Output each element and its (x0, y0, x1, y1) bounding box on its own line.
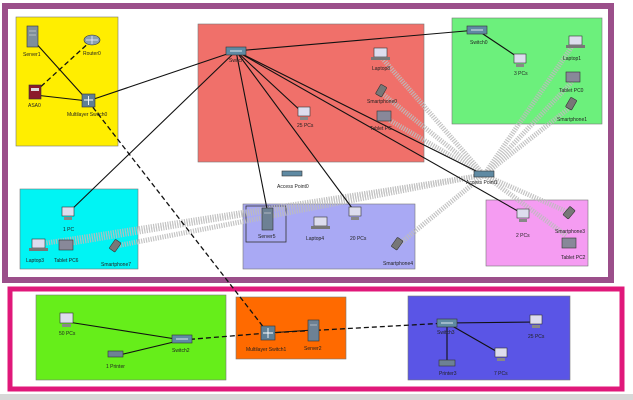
tablet-red-icon[interactable] (376, 110, 392, 122)
switch-red-icon[interactable] (225, 46, 247, 56)
router0-icon[interactable] (83, 34, 101, 46)
printer-blue-icon[interactable] (438, 359, 456, 367)
switch-lime-label: Switch2 (172, 348, 190, 354)
multilayer-switch0-icon[interactable] (81, 93, 96, 108)
pcs-20-icon[interactable] (348, 206, 362, 220)
smartphone-cyan-icon[interactable] (109, 239, 122, 253)
asa0-icon[interactable] (28, 84, 42, 100)
printer-1-icon[interactable] (107, 350, 124, 358)
pcs-25-icon[interactable] (297, 106, 311, 120)
switch-blue-icon[interactable] (436, 318, 458, 328)
pcs-3-label: 3 PCs (514, 71, 528, 77)
laptop-green-label: Laptop1 (563, 56, 581, 62)
server-lav-icon[interactable] (261, 207, 274, 231)
tablet-pink-icon[interactable] (561, 237, 577, 249)
pcs-25-label: 25 PCs (297, 123, 314, 129)
server-lav-label: Server5 (258, 234, 276, 240)
access-point0-icon[interactable] (281, 170, 303, 177)
laptop-lav-label: Laptop4 (306, 236, 324, 242)
smartphone-lav-label: Smartphone4 (383, 261, 413, 267)
zone-green-top (451, 17, 603, 125)
smartphone-lav-icon[interactable] (391, 237, 404, 251)
smartphone-pink-icon[interactable] (562, 206, 576, 220)
asa0-label: ASA0 (28, 103, 41, 109)
wireless-links (39, 43, 576, 249)
router0-label: Router0 (83, 51, 101, 57)
server1-icon[interactable] (26, 25, 39, 48)
bottom-grey-bar (0, 394, 633, 400)
pcs-2-label: 2 PCs (516, 233, 530, 239)
server-orange-label: Server2 (304, 346, 322, 352)
smartphone-green-label: Smartphone1 (557, 117, 587, 123)
tablet-green-label: Tablet PC0 (559, 88, 584, 94)
laptop-red-label: Laptop8 (372, 66, 390, 72)
tablet-cyan-label: Tablet PC6 (54, 258, 79, 264)
pcs-25-blue-icon[interactable] (529, 314, 543, 328)
smartphone-red-icon[interactable] (375, 84, 387, 98)
pcs-3-icon[interactable] (513, 53, 527, 67)
pc-1-icon[interactable] (61, 206, 75, 220)
smartphone-green-icon[interactable] (565, 97, 577, 111)
server-orange-icon[interactable] (307, 319, 320, 342)
tablet-green-icon[interactable] (565, 71, 581, 83)
pcs-7-icon[interactable] (494, 347, 508, 361)
tablet-pink-label: Tablet PC2 (561, 255, 586, 261)
smartphone-pink-label: Smartphone3 (555, 229, 585, 235)
pc-1-label: 1 PC (63, 227, 75, 233)
wired-links (32, 29, 538, 363)
pcs-25-blue-label: 25 PCs (528, 334, 545, 340)
access-point0-label: Access Point0 (277, 184, 309, 190)
printer-1-label: 1 Printer (106, 364, 125, 370)
pcs-50-label: 50 PCs (59, 331, 76, 337)
laptop-cyan-label: Laptop3 (26, 258, 44, 264)
multilayer-switch1-label: Multilayer Switch1 (246, 347, 287, 353)
laptop-red-icon[interactable] (371, 47, 390, 60)
dashed-links (35, 39, 448, 341)
laptop-lav-icon[interactable] (311, 216, 330, 229)
access-point1-icon[interactable] (473, 170, 495, 178)
switch-green-icon[interactable] (466, 25, 488, 35)
tablet-cyan-icon[interactable] (58, 239, 74, 251)
zone-lime (35, 294, 227, 381)
access-point1-label: Access Point1 (466, 180, 498, 186)
multilayer-switch1-icon[interactable] (260, 325, 276, 341)
pcs-7-label: 7 PCs (494, 371, 508, 377)
pcs-2-icon[interactable] (516, 208, 530, 222)
zone-blue (407, 295, 571, 381)
switch-blue-label: Switch3 (437, 330, 455, 336)
switch-lime-icon[interactable] (171, 334, 193, 344)
multilayer-switch0-label: Multilayer Switch0 (67, 112, 108, 118)
zone-orange (235, 296, 347, 360)
switch-red-label: Switch (229, 58, 244, 64)
switch-green-label: Switch0 (470, 40, 488, 46)
pcs-20-label: 20 PCs (350, 236, 367, 242)
pcs-50-icon[interactable] (59, 312, 74, 327)
printer-blue-label: Printer3 (439, 371, 457, 377)
server1-label: Server1 (23, 52, 41, 58)
laptop-cyan-icon[interactable] (29, 238, 48, 251)
laptop-green-icon[interactable] (566, 35, 585, 48)
smartphone-red-label: Smartphone0 (367, 99, 397, 105)
tablet-red-label: Tablet PC (370, 126, 392, 132)
smartphone-cyan-label: Smartphone7 (101, 262, 131, 268)
